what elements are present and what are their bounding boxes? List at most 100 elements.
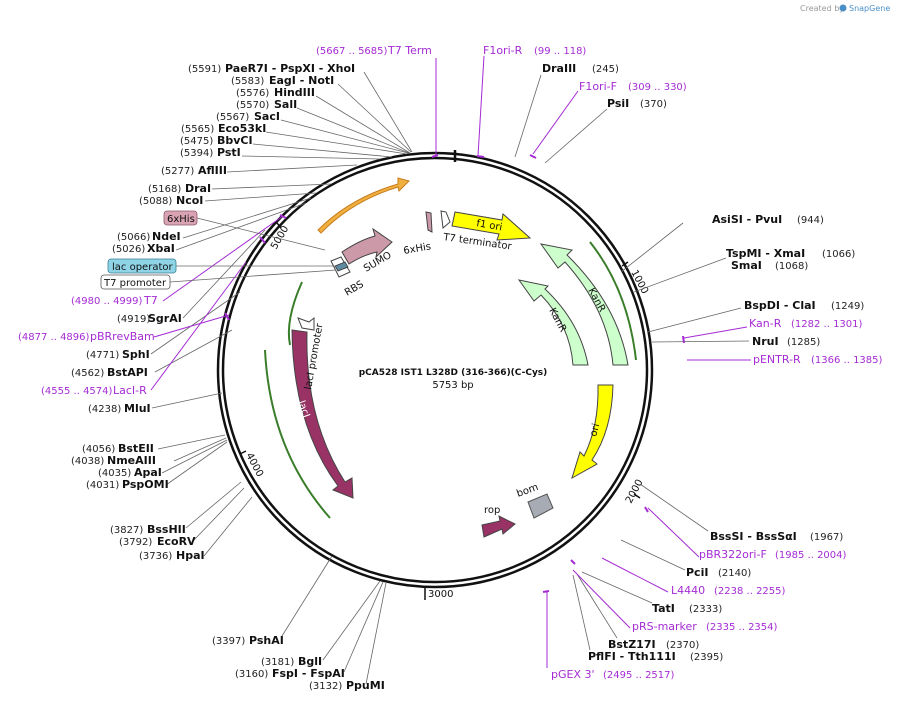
leader xyxy=(343,581,384,673)
enzyme-ppumi-pos: (3132) xyxy=(309,681,342,692)
leader xyxy=(161,439,228,474)
enzyme-psti-pos: (5394) xyxy=(180,148,213,159)
leader xyxy=(337,83,412,153)
enzyme-hindiii-pos: (5576) xyxy=(236,88,269,99)
feature-ori-arrow xyxy=(571,384,614,480)
primer-f1ori-f-range: (309 .. 330) xyxy=(628,82,687,93)
left-feature-labels: 6xHis lac operator T7 promoter xyxy=(100,210,337,290)
primer-laci-r: LacI-R xyxy=(113,384,147,397)
leader xyxy=(252,143,393,158)
feature-label-bom: bom xyxy=(515,482,540,500)
primer-leader xyxy=(162,215,284,302)
leader xyxy=(173,437,227,462)
primer-prs-marker: pRS-marker xyxy=(632,620,697,633)
enzyme-tati-pos: (2333) xyxy=(689,604,722,615)
primer-pentr-r-range: (1366 .. 1385) xyxy=(811,355,883,366)
leader xyxy=(572,574,591,651)
feature-kanr-arrow-inner xyxy=(517,279,589,366)
primer-pbrrevbam: pBRrevBam xyxy=(90,330,155,343)
enzyme-afliii: AflIII xyxy=(198,164,227,177)
enzyme-saci-pos: (5567) xyxy=(216,112,249,123)
primer-leaders xyxy=(150,55,751,668)
tick-5000-mark xyxy=(276,222,282,229)
enzyme-afliii-pos: (5277) xyxy=(161,166,194,177)
enzyme-smai-pos: (1068) xyxy=(775,261,808,272)
primer-leader xyxy=(601,557,669,593)
primer-kan-r-range: (1282 .. 1301) xyxy=(791,319,863,330)
primer-leader xyxy=(153,314,230,338)
primer-leader xyxy=(532,90,579,155)
primer-pgex3-range: (2495 .. 2517) xyxy=(603,670,675,681)
enzyme-hpai: HpaI xyxy=(176,549,205,562)
backbone xyxy=(216,150,654,589)
primer-t7term: T7 Term xyxy=(387,44,432,57)
enzyme-saci: SacI xyxy=(254,110,280,123)
feature-label-rop: rop xyxy=(484,505,500,516)
primer-mark xyxy=(259,236,266,244)
enzyme-pcii-pos: (2140) xyxy=(718,568,751,579)
enzyme-brui-pos: (1285) xyxy=(787,337,820,348)
primer-t7-range: (4980 .. 4999) xyxy=(71,296,143,307)
leader xyxy=(365,582,387,685)
tick-1000-mark xyxy=(621,261,629,267)
left-enzymes: (5591) PaeR7I - PspXI - XhoI (5583) EagI… xyxy=(71,62,413,692)
enzyme-bspdi: BspDI - ClaI xyxy=(744,299,816,312)
leader xyxy=(544,108,608,164)
enzyme-sphi: SphI xyxy=(122,348,150,361)
primer-mark xyxy=(476,155,485,158)
leader xyxy=(639,483,709,532)
right-enzymes: DraIII (245) PsiI (370) AsiSI - PvuI (94… xyxy=(514,62,864,663)
enzyme-ncoi: NcoI xyxy=(176,194,203,207)
leader xyxy=(182,197,312,239)
enzyme-pflfi-pos: (2395) xyxy=(690,652,723,663)
leader xyxy=(157,434,226,450)
enzyme-psti: PstI xyxy=(217,146,241,159)
enzyme-ppumi: PpuMI xyxy=(346,679,385,692)
enzyme-sgrai-pos: (4919) xyxy=(117,314,150,325)
enzyme-bstapi-pos: (4562) xyxy=(71,368,104,379)
enzyme-pspomi: PspOMI xyxy=(122,478,169,491)
enzyme-ndei: NdeI xyxy=(152,230,181,243)
leader xyxy=(576,573,618,639)
enzyme-eco53ki-pos: (5565) xyxy=(181,124,214,135)
feature-box-lac-operator xyxy=(107,258,177,274)
leader xyxy=(280,119,409,154)
tick-2000-mark xyxy=(633,493,641,499)
leader xyxy=(633,257,727,293)
enzyme-ecorv-pos: (3792) xyxy=(119,537,152,548)
leader xyxy=(620,222,684,273)
enzyme-tati: TatI xyxy=(652,602,675,615)
enzyme-bspdi-pos: (1249) xyxy=(831,301,864,312)
backbone-outer xyxy=(216,151,654,589)
leader xyxy=(150,291,241,355)
primer-mark xyxy=(224,312,230,321)
feature-box-t7-promoter-label: T7 promoter xyxy=(103,278,167,289)
primer-mark xyxy=(644,506,649,513)
leader xyxy=(203,496,253,557)
enzyme-paer7i-pos: (5591) xyxy=(188,64,221,75)
enzyme-sali: SalI xyxy=(274,98,297,111)
primer-mark xyxy=(682,335,685,344)
enzyme-bsteii: BstEII xyxy=(118,442,154,455)
primer-t7: T7 xyxy=(143,294,158,307)
primer-pbr322ori-f-range: (1985 .. 2004) xyxy=(775,550,847,561)
enzyme-bgli: BglI xyxy=(298,655,322,668)
green-arc-left-upper xyxy=(287,281,303,346)
enzyme-bgli-pos: (3181) xyxy=(261,657,294,668)
enzyme-pspomi-pos: (4031) xyxy=(86,480,119,491)
enzyme-bbvci: BbvCI xyxy=(217,134,253,147)
leader xyxy=(204,192,317,202)
enzyme-bsshii-pos: (3827) xyxy=(110,525,143,536)
orange-feature-arrow xyxy=(317,177,410,234)
enzyme-sali-pos: (5570) xyxy=(236,100,269,111)
enzyme-pshai-pos: (3397) xyxy=(212,636,245,647)
enzyme-eagi: EagI - NotI xyxy=(269,74,334,87)
leader xyxy=(322,580,381,661)
primer-pbrrevbam-range: (4877 .. 4896) xyxy=(18,332,90,343)
enzyme-pcii: PciI xyxy=(686,566,708,579)
enzyme-pflfi: PflFI - Tth111I xyxy=(588,650,676,663)
primer-pbr322ori-f: pBR322ori-F xyxy=(699,548,767,561)
feature-laci-arrow xyxy=(291,329,354,499)
feature-laci-promoter-arrow xyxy=(297,316,315,331)
enzyme-smai: SmaI xyxy=(731,259,762,272)
